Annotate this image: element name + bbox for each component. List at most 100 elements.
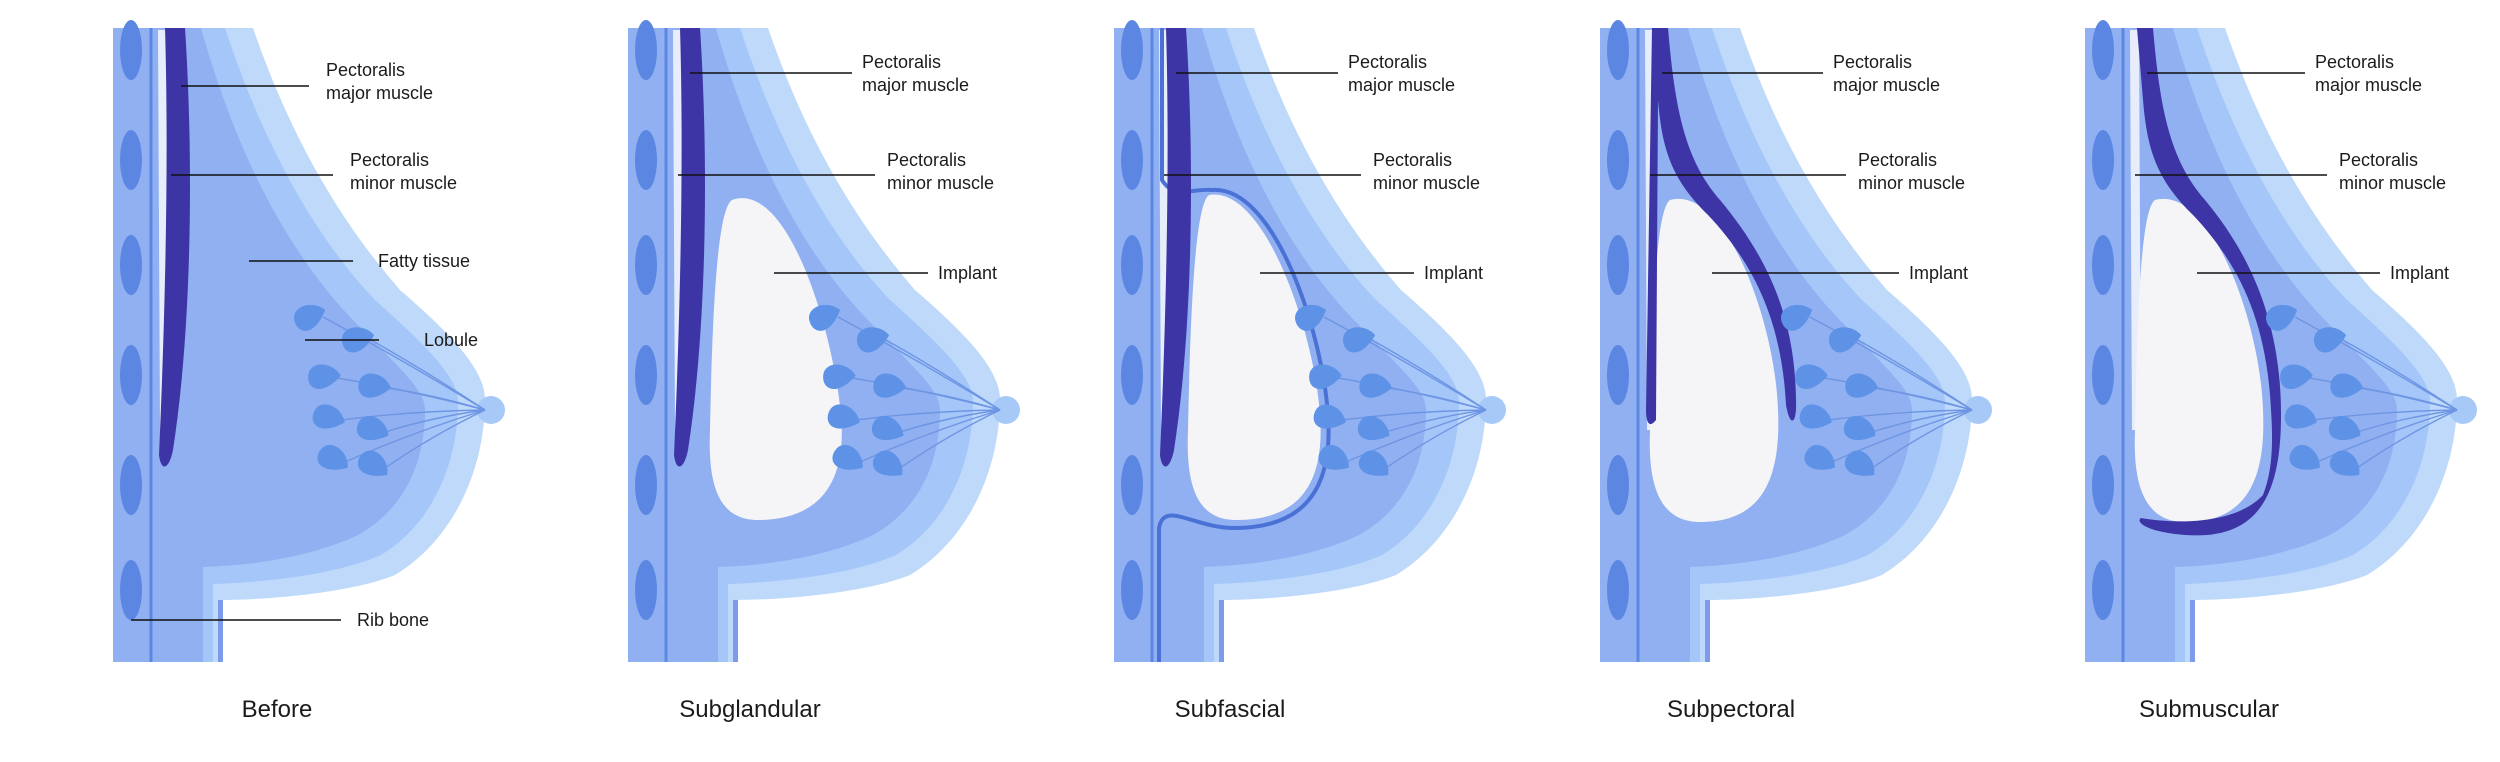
label-pectoralis-major-line2: major muscle xyxy=(2315,75,2422,95)
rib-bone-1 xyxy=(635,20,657,80)
duct xyxy=(899,409,1001,433)
label-pectoralis-minor-line2: minor muscle xyxy=(887,173,994,193)
lobule-5 xyxy=(1313,404,1346,429)
duct xyxy=(1871,409,1973,469)
lobule-6 xyxy=(1357,416,1390,441)
lobule-4 xyxy=(1845,373,1878,398)
rib-bone-6 xyxy=(635,560,657,620)
lobule-1 xyxy=(1295,304,1327,331)
rib-bone-3 xyxy=(1121,235,1143,295)
lobule-4 xyxy=(1359,373,1392,398)
duct xyxy=(1831,409,1973,463)
fatty-tissue xyxy=(113,28,425,662)
lobule-3 xyxy=(1309,364,1342,389)
rib-bone-4 xyxy=(1121,345,1143,405)
lobule-8 xyxy=(2329,450,2360,476)
duct xyxy=(1387,387,1487,411)
duct xyxy=(855,409,1001,421)
lobule-2 xyxy=(857,327,890,353)
duct xyxy=(2358,387,2458,411)
caption-subpectoral: Subpectoral xyxy=(1667,696,1795,723)
duct xyxy=(2312,409,2458,421)
lobule-1 xyxy=(294,304,326,331)
lobule-7 xyxy=(1318,444,1349,470)
label-pectoralis-major-line2: major muscle xyxy=(1833,75,1940,95)
caption-before: Before xyxy=(242,696,313,723)
lobule-3 xyxy=(308,364,341,389)
label-fatty-tissue: Fatty tissue xyxy=(378,251,470,271)
rib-bone-2 xyxy=(635,130,657,190)
lobule-1 xyxy=(809,304,841,331)
label-pectoralis-minor-line2: minor muscle xyxy=(1373,173,1480,193)
duct xyxy=(1371,339,1487,411)
pectoralis-major-muscle xyxy=(1160,28,1191,467)
nipple xyxy=(1478,396,1506,424)
rib-bone-5 xyxy=(120,455,142,515)
duct xyxy=(2356,409,2458,433)
duct xyxy=(1871,409,1973,433)
duct xyxy=(1323,316,1487,411)
label-implant: Implant xyxy=(938,263,997,283)
label-pectoralis-minor-line2: minor muscle xyxy=(1858,173,1965,193)
lobule-2 xyxy=(2314,327,2347,353)
rib-bone-3 xyxy=(1607,235,1629,295)
label-pectoralis-minor-line1: Pectoralis xyxy=(2339,150,2418,170)
lobule-4 xyxy=(2330,373,2363,398)
lobule-4 xyxy=(873,373,906,398)
lobule-6 xyxy=(871,416,904,441)
lobule-4 xyxy=(358,373,391,398)
lobule-8 xyxy=(872,450,903,476)
rib-bone-6 xyxy=(1121,560,1143,620)
duct xyxy=(2294,316,2458,411)
label-pectoralis-minor-line1: Pectoralis xyxy=(350,150,429,170)
duct xyxy=(2316,409,2458,463)
rib-bone-4 xyxy=(2092,345,2114,405)
label-pectoralis-major-line1: Pectoralis xyxy=(1348,52,1427,72)
label-pectoralis-major-line1: Pectoralis xyxy=(2315,52,2394,72)
pectoralis-major-muscle xyxy=(2137,28,2282,536)
caption-subglandular: Subglandular xyxy=(679,696,820,723)
duct xyxy=(2342,339,2458,411)
label-pectoralis-major-line1: Pectoralis xyxy=(862,52,941,72)
rib-bone-2 xyxy=(1607,130,1629,190)
rib-bone-2 xyxy=(120,130,142,190)
implant xyxy=(709,198,842,521)
duct xyxy=(384,409,486,433)
label-lobule: Lobule xyxy=(424,330,478,350)
lobule-3 xyxy=(1795,364,1828,389)
nipple xyxy=(1964,396,1992,424)
duct xyxy=(322,316,486,411)
duct xyxy=(901,387,1001,411)
duct xyxy=(1827,409,1973,421)
rib-bone-2 xyxy=(2092,130,2114,190)
lobule-6 xyxy=(2328,416,2361,441)
label-pectoralis-minor-line2: minor muscle xyxy=(350,173,457,193)
lobule-7 xyxy=(317,444,348,470)
duct xyxy=(837,316,1001,411)
label-pectoralis-major-line2: major muscle xyxy=(326,83,433,103)
duct xyxy=(386,387,486,411)
lobule-8 xyxy=(1358,450,1389,476)
implant xyxy=(2134,198,2264,522)
rib-bone-6 xyxy=(1607,560,1629,620)
nipple xyxy=(477,396,505,424)
rib-bone-5 xyxy=(1121,455,1143,515)
label-pectoralis-minor-line2: minor muscle xyxy=(2339,173,2446,193)
lobule-5 xyxy=(312,404,345,429)
pectoralis-major-muscle xyxy=(159,28,190,467)
rib-bone-5 xyxy=(635,455,657,515)
rib-bone-6 xyxy=(2092,560,2114,620)
rib-bone-3 xyxy=(635,235,657,295)
duct xyxy=(885,339,1001,411)
duct xyxy=(1385,409,1487,433)
label-pectoralis-major-line1: Pectoralis xyxy=(326,60,405,80)
nipple xyxy=(2449,396,2477,424)
lobule-2 xyxy=(1343,327,1376,353)
rib-bone-3 xyxy=(120,235,142,295)
duct xyxy=(859,409,1001,463)
lobule-6 xyxy=(356,416,389,441)
rib-bone-4 xyxy=(635,345,657,405)
